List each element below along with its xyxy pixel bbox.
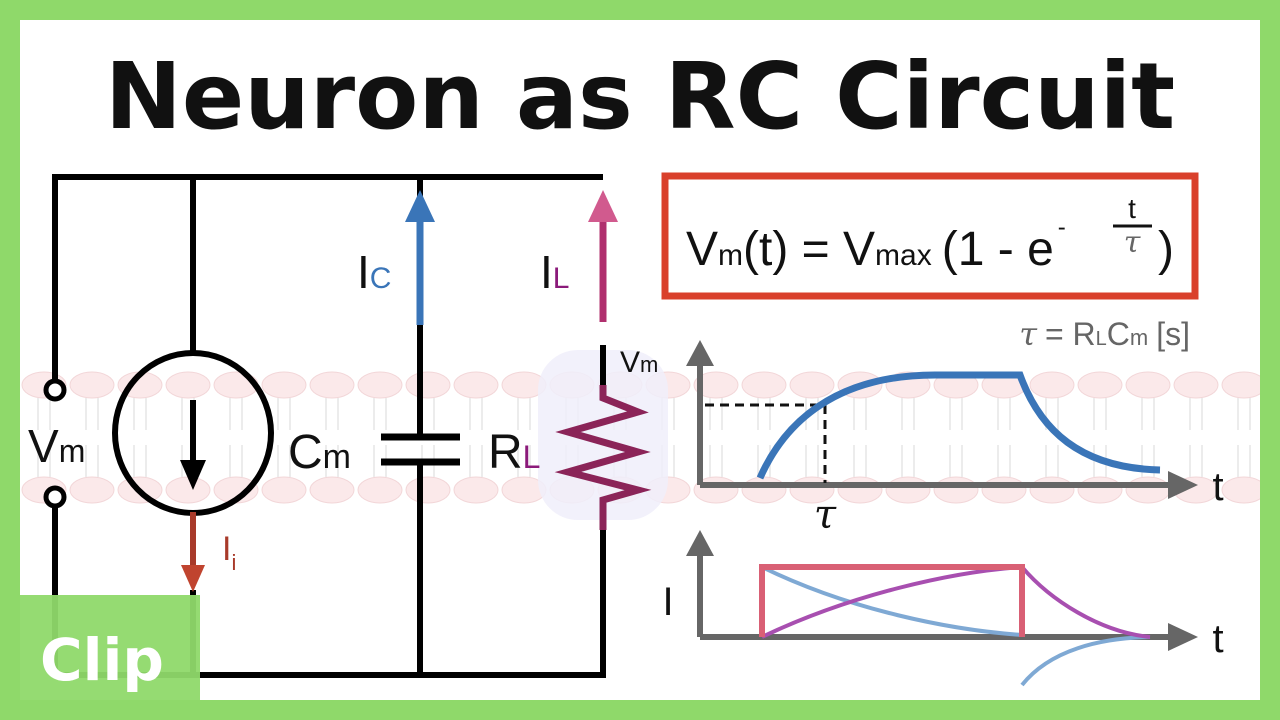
resistor [554, 385, 652, 530]
current-y-label: I [662, 580, 673, 624]
capacitor-label: Cm [288, 426, 351, 479]
membrane-voltage-label: Vm [28, 420, 85, 472]
clip-badge-label: Clip [40, 626, 164, 694]
injected-current-arrow [181, 512, 205, 592]
clip-badge [20, 595, 200, 700]
resistor-label: RL [488, 426, 540, 479]
x-axis-arrow-icon [1168, 471, 1198, 499]
terminal-bottom [43, 485, 67, 509]
leak-current-label: IL [540, 246, 569, 298]
injected-current-label: Ii [222, 530, 236, 575]
current-graph: I t [662, 530, 1224, 687]
voltage-graph-axes [697, 362, 1172, 488]
current-graph-axes [697, 552, 1172, 640]
voltage-x-label: t [1212, 465, 1223, 509]
tau-tick-label: τ [814, 492, 837, 538]
capacitor-current-arrow [405, 190, 435, 325]
capacitor-current-label: IC [357, 246, 391, 298]
equation-close: ) [1158, 223, 1174, 276]
ion-channel [538, 350, 668, 520]
tau-definition: τ= RLCm[s] [1019, 315, 1190, 353]
capacitor-current-curve [761, 565, 1151, 687]
equation-box [661, 172, 1199, 300]
current-x-label: t [1212, 617, 1223, 661]
exponent-denominator: τ [1124, 225, 1141, 260]
page-title: Neuron as RC Circuit [105, 43, 1175, 150]
y-axis-arrow-icon [686, 530, 714, 556]
arrow-down-icon [180, 460, 206, 490]
x-axis-arrow-icon [1168, 623, 1198, 651]
voltage-curve [756, 371, 1161, 480]
input-current-pulse [759, 564, 1025, 637]
exponent-numerator: t [1128, 193, 1136, 224]
voltage-graph: τ t [686, 340, 1224, 538]
terminal-top [43, 378, 67, 402]
y-axis-arrow-icon [686, 340, 714, 366]
capacitor [381, 433, 460, 466]
voltage-probe-label: Vm [620, 346, 658, 379]
leak-current-arrow [588, 190, 618, 322]
equation: Vm(t) = Vmax(1 - e- [686, 214, 1066, 276]
